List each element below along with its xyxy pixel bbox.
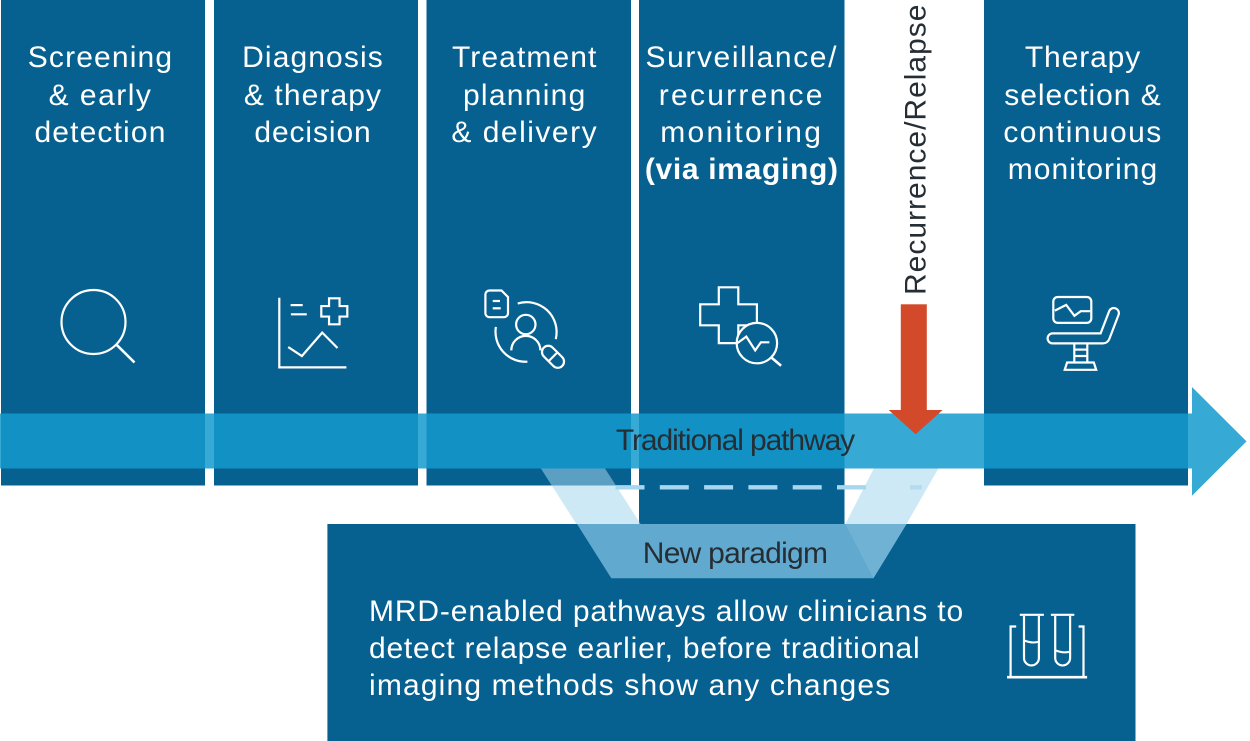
svg-text:Recurrence/Relapse: Recurrence/Relapse xyxy=(900,4,933,295)
